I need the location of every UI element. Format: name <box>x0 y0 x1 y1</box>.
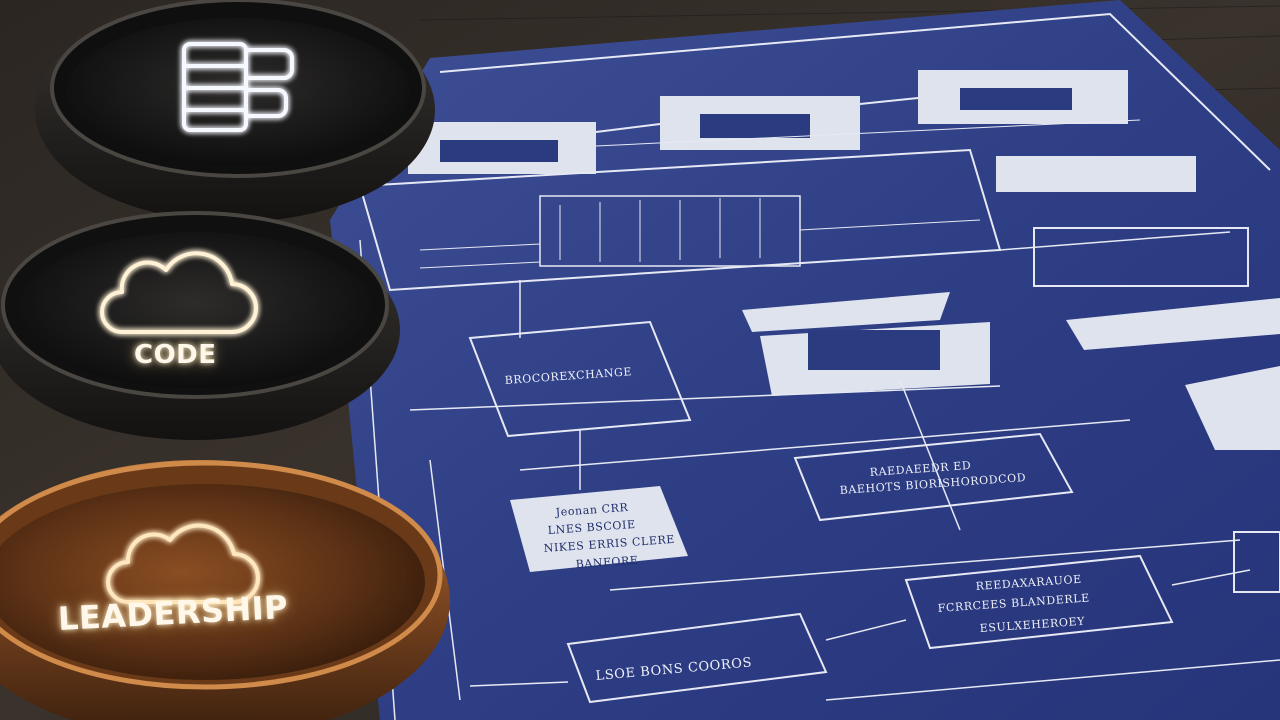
middle-bowl <box>0 211 400 440</box>
bottom-bowl <box>0 460 450 720</box>
blueprint-box-label-3: Jeonan CRR <box>554 501 629 519</box>
code-bowl-label: CODE <box>134 340 217 370</box>
cloud-icon <box>100 251 258 334</box>
blueprint-diagram <box>358 12 1280 720</box>
blueprint-box-label-6: BANFORE <box>575 554 639 571</box>
blueprint-box-label-4: LNES BSCOIE <box>547 518 636 537</box>
database-icon <box>182 42 294 132</box>
top-bowl <box>35 0 435 222</box>
cloud-icon <box>106 523 260 604</box>
